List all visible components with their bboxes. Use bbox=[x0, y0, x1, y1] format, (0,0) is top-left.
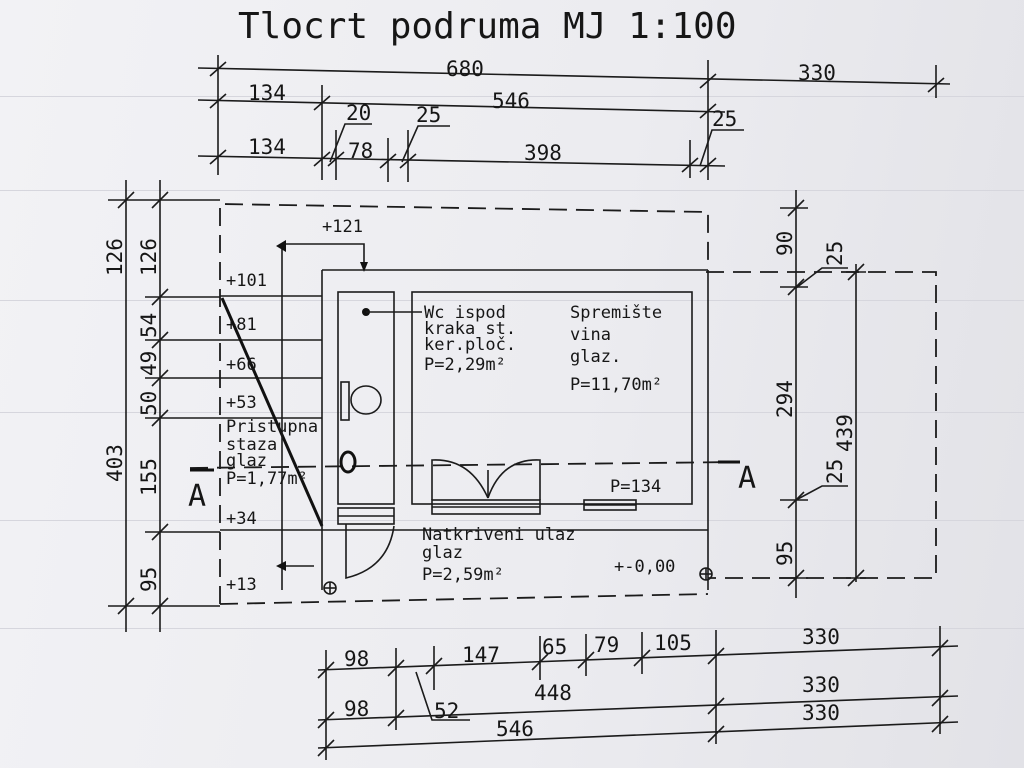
dim-top-78: 78 bbox=[348, 139, 373, 163]
dim-left-126a: 126 bbox=[103, 238, 127, 276]
dim-left-155: 155 bbox=[137, 458, 161, 496]
dim-top-680: 680 bbox=[446, 57, 484, 81]
dim-top-330: 330 bbox=[798, 61, 836, 85]
dim-bottom-330a: 330 bbox=[802, 625, 840, 649]
room-wc-area: P=2,29m² bbox=[424, 355, 506, 375]
dim-top-20: 20 bbox=[346, 101, 371, 125]
level-53: +53 bbox=[226, 393, 257, 413]
dim-right-25b: 25 bbox=[823, 459, 847, 484]
level-0: +-0,00 bbox=[614, 557, 675, 577]
dim-bottom-98a: 98 bbox=[344, 647, 369, 671]
room-entry-line2: glaz bbox=[422, 543, 463, 563]
dim-bottom-546: 546 bbox=[496, 717, 534, 741]
room-wine-area: P=11,70m² bbox=[570, 375, 662, 395]
dim-bottom-330c: 330 bbox=[802, 701, 840, 725]
level-66: +66 bbox=[226, 355, 257, 375]
dim-right-439: 439 bbox=[833, 414, 857, 452]
level-101: +101 bbox=[226, 271, 267, 291]
section-mark-right: A bbox=[738, 461, 756, 496]
dim-top-25a: 25 bbox=[416, 103, 441, 127]
dim-left-126b: 126 bbox=[137, 238, 161, 276]
page-title: Tlocrt podruma MJ 1:100 bbox=[238, 6, 737, 47]
dim-bottom-147: 147 bbox=[462, 643, 500, 667]
room-path-line2: staza bbox=[226, 435, 277, 455]
dim-left-54: 54 bbox=[137, 313, 161, 338]
dim-top-134b: 134 bbox=[248, 135, 286, 159]
dim-top-134a: 134 bbox=[248, 81, 286, 105]
dim-top-25b: 25 bbox=[712, 107, 737, 131]
dim-left-95: 95 bbox=[137, 567, 161, 592]
room-entry-line1: Natkriveni ulaz bbox=[422, 525, 576, 545]
dim-right-25a: 25 bbox=[823, 241, 847, 266]
top-dimensions bbox=[197, 55, 951, 182]
room-wc-line2: kraka st. bbox=[424, 319, 516, 339]
left-dimensions bbox=[108, 180, 220, 632]
dim-bottom-52: 52 bbox=[434, 699, 459, 723]
dim-bottom-105: 105 bbox=[654, 631, 692, 655]
dim-bottom-448: 448 bbox=[534, 681, 572, 705]
window-label: P=134 bbox=[610, 477, 661, 497]
right-outline bbox=[706, 190, 937, 598]
plan-outline bbox=[189, 203, 741, 605]
dim-bottom-330b: 330 bbox=[802, 673, 840, 697]
dim-bottom-65: 65 bbox=[542, 635, 567, 659]
dim-right-294: 294 bbox=[773, 380, 797, 418]
room-wine-line2: vina bbox=[570, 325, 611, 345]
dim-bottom-98b: 98 bbox=[344, 697, 369, 721]
dim-left-50: 50 bbox=[137, 391, 161, 416]
room-entry-area: P=2,59m² bbox=[422, 565, 504, 585]
room-path-line1: Pristupna bbox=[226, 417, 318, 437]
room-wine-line1: Spremište bbox=[570, 303, 662, 323]
dim-left-403: 403 bbox=[103, 444, 127, 482]
dim-right-90: 90 bbox=[773, 231, 797, 256]
dim-top-546: 546 bbox=[492, 89, 530, 113]
room-wc-line3: ker.ploč. bbox=[424, 335, 516, 355]
room-path-area: P=1,77m² bbox=[226, 469, 308, 489]
dim-bottom-79: 79 bbox=[594, 633, 619, 657]
level-121: +121 bbox=[322, 217, 363, 237]
dim-top-398: 398 bbox=[524, 141, 562, 165]
level-81: +81 bbox=[226, 315, 257, 335]
room-wc-line1: Wc ispod bbox=[424, 303, 506, 323]
level-34: +34 bbox=[226, 509, 257, 529]
room-wine-line3: glaz. bbox=[570, 347, 621, 367]
dim-left-49: 49 bbox=[137, 351, 161, 376]
room-path-line3: glaz bbox=[226, 451, 267, 471]
dim-right-95: 95 bbox=[773, 541, 797, 566]
level-13: +13 bbox=[226, 575, 257, 595]
bottom-dimensions bbox=[317, 626, 959, 760]
section-mark-left: A bbox=[188, 479, 206, 514]
